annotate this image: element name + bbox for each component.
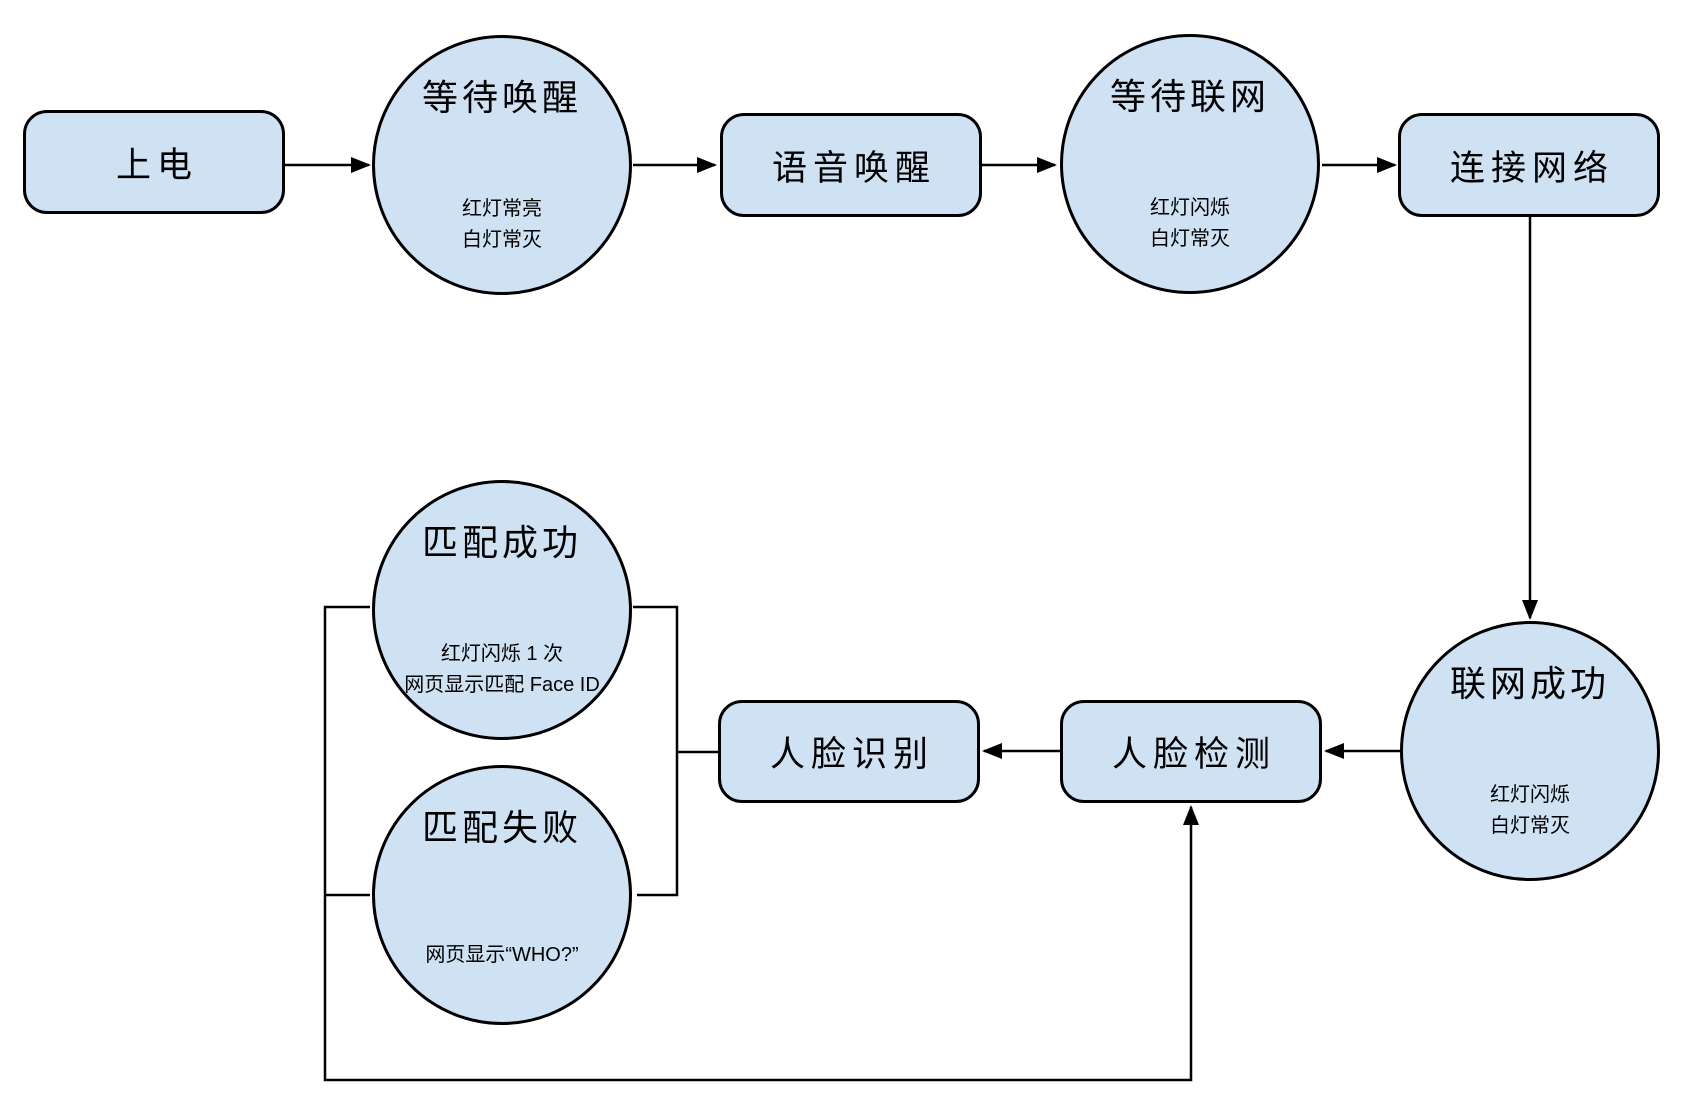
node-match-success: 匹配成功 红灯闪烁 1 次 网页显示匹配 Face ID xyxy=(372,480,632,740)
node-network-success: 联网成功 红灯闪烁 白灯常灭 xyxy=(1400,621,1660,881)
node-wait-wake: 等待唤醒 红灯常亮 白灯常灭 xyxy=(372,35,632,295)
connector-facerecognize-to-match-bracket xyxy=(633,605,718,897)
node-wait-network: 等待联网 红灯闪烁 白灯常灭 xyxy=(1060,34,1320,294)
led-status-line: 白灯常灭 xyxy=(1150,228,1230,250)
node-wait-network-status: 红灯闪烁 白灯常灭 xyxy=(1063,193,1317,255)
node-connect-network: 连接网络 xyxy=(1398,113,1660,217)
node-wait-network-label: 等待联网 xyxy=(1109,76,1270,117)
node-match-fail-status: 网页显示“WHO?” xyxy=(375,940,629,971)
node-wait-wake-status: 红灯常亮 白灯常灭 xyxy=(375,194,629,256)
node-connect-network-label: 连接网络 xyxy=(1449,148,1614,188)
node-power-on: 上电 xyxy=(23,110,285,214)
node-voice-wake: 语音唤醒 xyxy=(720,113,982,217)
node-match-fail-label: 匹配失败 xyxy=(421,807,582,848)
led-status-line: 白灯常灭 xyxy=(1490,815,1570,837)
web-status-line: 网页显示匹配 Face ID xyxy=(404,674,600,696)
led-status-line: 白灯常灭 xyxy=(462,229,542,251)
node-match-success-status: 红灯闪烁 1 次 网页显示匹配 Face ID xyxy=(375,639,629,701)
led-status-line: 红灯闪烁 xyxy=(1150,197,1230,219)
node-match-fail: 匹配失败 网页显示“WHO?” xyxy=(372,765,632,1025)
node-face-detect: 人脸检测 xyxy=(1060,700,1322,803)
node-face-recognize: 人脸识别 xyxy=(718,700,980,803)
node-match-success-label: 匹配成功 xyxy=(421,522,582,563)
node-wait-wake-label: 等待唤醒 xyxy=(421,77,582,118)
node-voice-wake-label: 语音唤醒 xyxy=(771,148,936,188)
node-network-success-label: 联网成功 xyxy=(1449,663,1610,704)
node-power-on-label: 上电 xyxy=(115,145,198,185)
led-status-line: 红灯闪烁 1 次 xyxy=(440,643,564,665)
web-status-line: 网页显示“WHO?” xyxy=(425,944,579,966)
connector-match-loop-to-facedetect xyxy=(323,605,1199,1082)
node-network-success-status: 红灯闪烁 白灯常灭 xyxy=(1403,780,1657,842)
node-face-recognize-label: 人脸识别 xyxy=(769,735,934,774)
led-status-line: 红灯常亮 xyxy=(462,198,542,220)
led-status-line: 红灯闪烁 xyxy=(1490,784,1570,806)
node-face-detect-label: 人脸检测 xyxy=(1111,735,1276,774)
